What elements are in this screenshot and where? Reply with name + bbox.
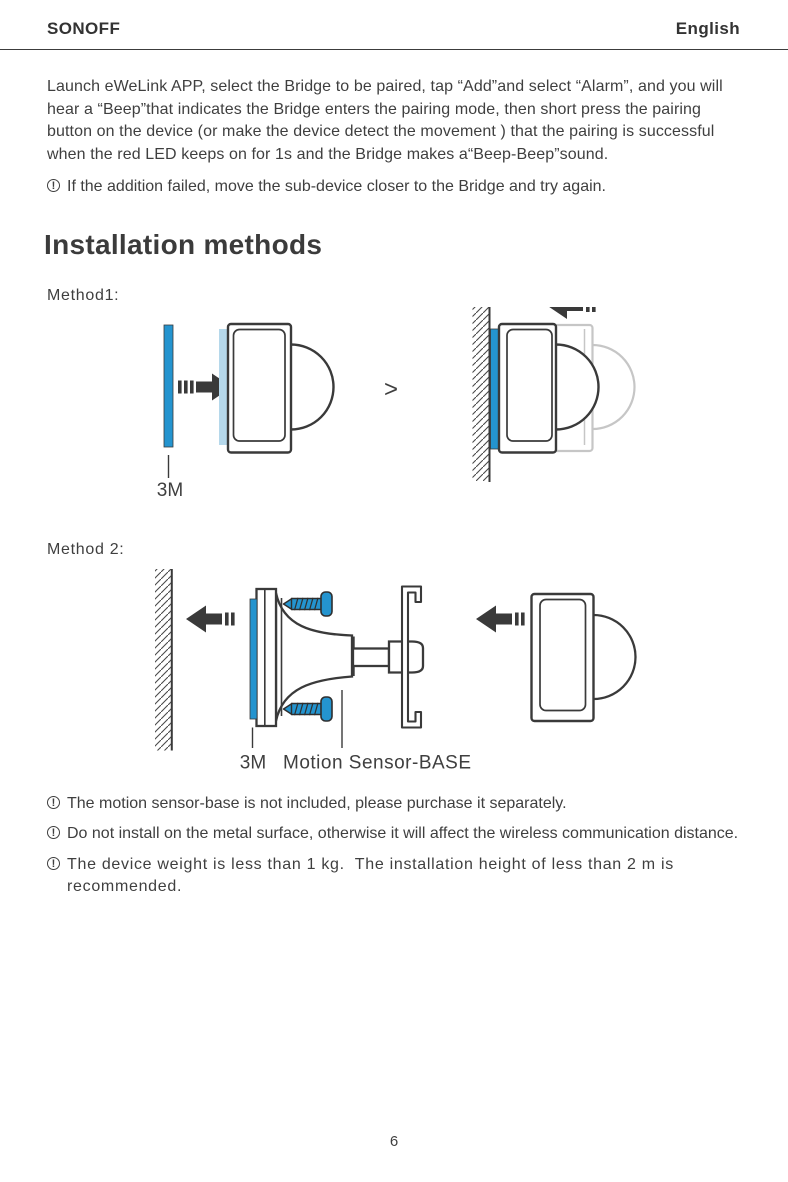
page-content: Launch eWeLink APP, select the Bridge to…	[0, 76, 788, 899]
tape-on-device-strip	[219, 328, 228, 445]
page-footer: 6	[0, 1133, 788, 1150]
screw-icon-bottom	[282, 695, 333, 722]
note-text: Do not install on the metal surface, oth…	[67, 825, 739, 842]
arrow-left-icon	[476, 605, 525, 632]
alert-circle-icon	[47, 826, 60, 839]
method2-label: Method 2:	[47, 540, 125, 558]
alert-circle-icon	[47, 856, 60, 870]
note-device-weight: The device weight is less than 1 kg. The…	[47, 854, 742, 899]
tape-label: 3M	[240, 752, 266, 773]
pairing-instructions: Launch eWeLink APP, select the Bridge to…	[47, 78, 723, 163]
wall	[472, 306, 491, 482]
3m-tape-strip	[163, 324, 174, 447]
tape-label: 3M	[157, 480, 183, 501]
tape-between-wall-strip	[490, 328, 500, 449]
alert-circle-icon	[47, 179, 60, 192]
note-text: If the addition failed, move the sub-dev…	[67, 178, 606, 195]
note-metal-surface: Do not install on the metal surface, oth…	[47, 823, 742, 846]
base-wall-plate	[255, 587, 278, 727]
mounted-sensor	[490, 322, 636, 454]
base-stem	[351, 646, 391, 667]
brand-logo: SONOFF	[47, 19, 121, 38]
installation-notes: The motion sensor-base is not included, …	[47, 793, 742, 899]
sensor-dome	[593, 613, 637, 700]
base-clip-bracket	[400, 584, 423, 729]
arrow-right-icon	[178, 373, 232, 400]
method1-label: Method1:	[47, 286, 120, 304]
arrow-left-icon	[549, 306, 596, 319]
note-addition-failed: If the addition failed, move the sub-dev…	[47, 176, 742, 199]
method1-diagram: 3M >	[157, 306, 636, 501]
note-base-not-included: The motion sensor-base is not included, …	[47, 793, 742, 816]
motion-sensor-side-view	[530, 592, 637, 722]
method2-diagram: 3M Motion Sensor-BASE	[155, 568, 637, 773]
language-label: English	[675, 19, 740, 38]
note-text: The motion sensor-base is not included, …	[67, 794, 567, 812]
base-trumpet	[274, 592, 354, 721]
page-number: 6	[389, 1133, 399, 1150]
page-header: SONOFF English	[0, 0, 788, 50]
note-text: The device weight is less than 1 kg. The…	[67, 855, 680, 896]
screw-icon-top	[282, 590, 333, 617]
motion-sensor-side-view	[226, 322, 335, 454]
3m-tape-strip	[249, 598, 258, 719]
arrow-left-icon	[186, 605, 235, 632]
section-title: Installation methods	[44, 228, 323, 260]
sensor-dome	[290, 342, 335, 431]
step-separator: >	[384, 376, 398, 403]
base-label: Motion Sensor-BASE	[283, 752, 472, 773]
sensor-base-mount	[249, 584, 425, 729]
sensor-pressed	[497, 322, 600, 454]
wall	[155, 568, 173, 750]
alert-circle-icon	[47, 795, 60, 809]
